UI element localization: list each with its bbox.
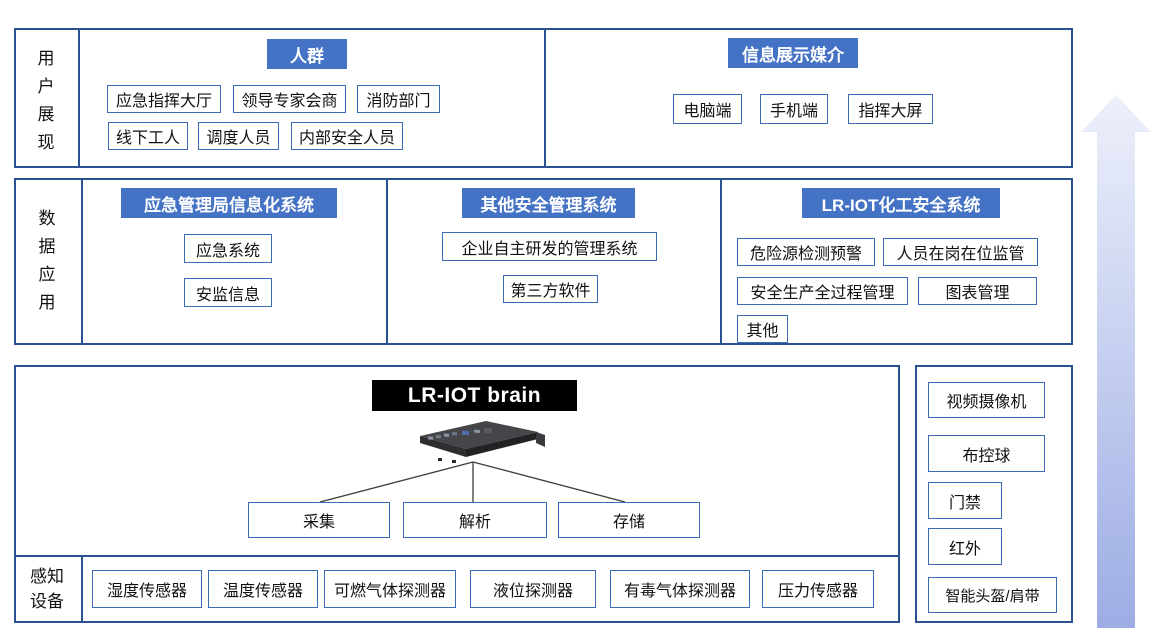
device-item: 红外 [928,528,1002,565]
users-section-label: 用户展现 [37,49,55,152]
sensor-item: 液位探测器 [470,570,596,608]
crowd-item: 应急指挥大厅 [107,85,221,113]
col2-item: 企业自主研发的管理系统 [442,232,657,261]
crowd-item: 领导专家会商 [233,85,346,113]
col3-item: 人员在岗在位监管 [883,238,1038,266]
crowd-item: 调度人员 [198,122,279,150]
col3-header: LR-IOT化工安全系统 [802,188,1000,218]
col1-item: 安监信息 [184,278,272,307]
sensors-label-divider [81,557,83,621]
media-item: 手机端 [760,94,828,124]
sensor-item: 有毒气体探测器 [610,570,750,608]
users-label-divider [78,30,80,166]
data-divider-2 [720,180,722,343]
col1-item: 应急系统 [184,234,272,263]
sensors-divider [16,555,898,557]
device-item: 布控球 [928,435,1045,472]
users-middle-divider [544,30,546,166]
device-item: 门禁 [928,482,1002,519]
media-item: 电脑端 [673,94,742,124]
sensor-item: 压力传感器 [762,570,874,608]
sensor-item: 温度传感器 [208,570,318,608]
device-item: 视频摄像机 [928,382,1045,418]
media-item: 指挥大屏 [848,94,933,124]
col2-header: 其他安全管理系统 [462,188,635,218]
col3-item: 危险源检测预警 [737,238,875,266]
col2-item: 第三方软件 [503,275,598,303]
function-item: 解析 [403,502,547,538]
function-item: 采集 [248,502,390,538]
col3-item: 图表管理 [918,277,1037,305]
crowd-item: 消防部门 [357,85,440,113]
data-divider-1 [386,180,388,343]
col1-header: 应急管理局信息化系统 [121,188,337,218]
data-section-label: 数据应用 [38,209,56,312]
up-arrow-icon [1081,95,1151,628]
col3-item: 其他 [737,315,788,343]
media-header: 信息展示媒介 [728,38,858,68]
sensor-item: 湿度传感器 [92,570,202,608]
sensor-item: 可燃气体探测器 [324,570,456,608]
function-item: 存储 [558,502,700,538]
crowd-item: 线下工人 [108,122,188,150]
crowd-item: 内部安全人员 [291,122,403,150]
crowd-header: 人群 [267,39,347,69]
brain-label: LR-IOT brain [372,380,577,411]
device-item: 智能头盔/肩带 [928,577,1057,613]
col3-item: 安全生产全过程管理 [737,277,908,305]
sensors-section-label: 感知设备 [30,567,64,611]
data-label-divider [81,180,83,343]
